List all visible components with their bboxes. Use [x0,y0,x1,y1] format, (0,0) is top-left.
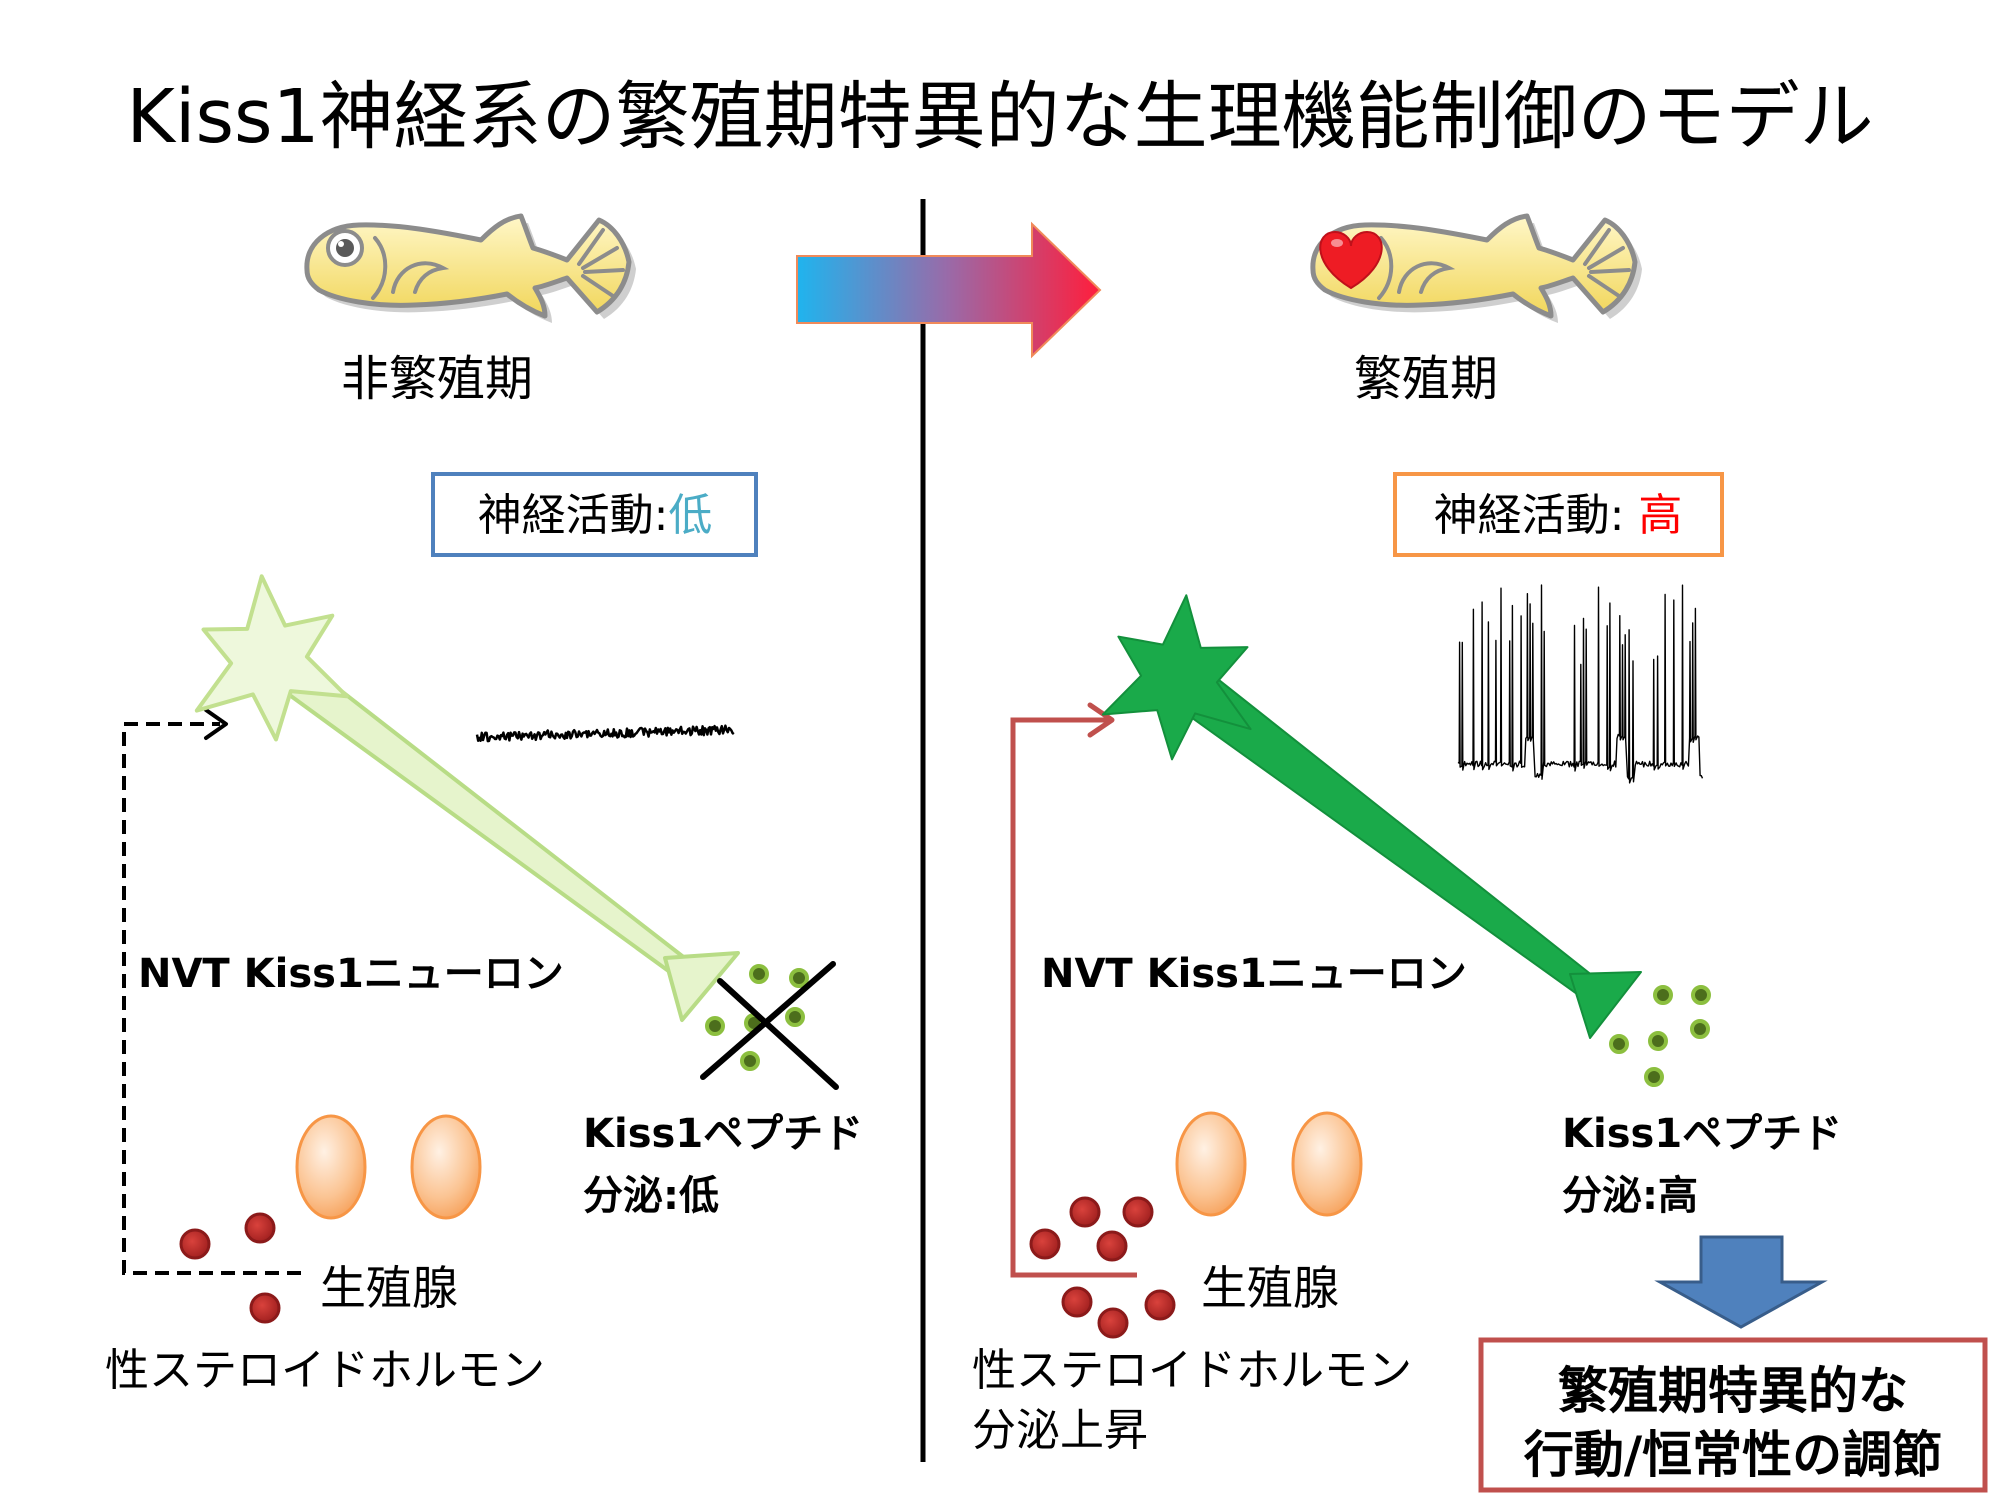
activity-level-low: 低 [668,490,712,541]
peptide-dot [1644,1067,1664,1087]
steroid-dot [1097,1307,1129,1339]
non-breeding-steroid-dots [179,1212,281,1324]
outcome-line-2: 行動/恒常性の調節 [1524,1426,1942,1484]
breeding-gonad-label: 生殖腺 [1201,1261,1339,1315]
transition-arrow-icon [796,221,1102,359]
non-breeding-gonad-label: 生殖腺 [320,1261,458,1315]
page-title: Kiss1神経系の繁殖期特異的な生理機能制御のモデル [126,74,1873,160]
non-breeding-activity-box: 神経活動:低 [431,472,758,557]
neuron-soma [194,574,349,742]
neuron-terminal [663,951,740,1022]
neuron-soma [1101,594,1252,761]
steroid-dot [179,1228,211,1260]
breeding-hormone-label: 性ステロイドホルモン [972,1345,1412,1396]
peptide-dot [1690,1019,1710,1039]
outcome-box-border [1478,1337,1988,1493]
breeding-gonads [1175,1111,1363,1217]
fish-tail-stripes [1583,228,1631,298]
non-breeding-feedback-arrow [122,708,301,1275]
activity-box-border [1393,472,1724,557]
steroid-dot [1122,1196,1154,1228]
non-breeding-season-label: 非繁殖期 [341,351,533,407]
non-breeding-peptide-label: Kiss1ペプチド [583,1111,863,1157]
breeding-neuron [1101,594,1642,1039]
outcome-line-1: 繁殖期特異的な [1558,1362,1908,1420]
non-breeding-neuron [194,574,740,1022]
arrow-head-icon [204,708,228,740]
peptide-dot [749,964,769,984]
fish-fin [391,261,450,294]
heart-icon [1319,230,1383,290]
activity-box-border [431,472,758,557]
activity-label: 神経活動: [1434,490,1639,541]
breeding-activity-box: 神経活動: 高 [1393,472,1724,557]
breeding-neuron-label: NVT Kiss1ニューロン [1041,951,1467,997]
peptide-dot [1653,985,1673,1005]
breeding-season-label: 繁殖期 [1354,351,1498,407]
steroid-dot [1029,1228,1061,1260]
steroid-dot [249,1292,281,1324]
breeding-feedback-arrow [1010,702,1137,1278]
steroid-dot [244,1212,276,1244]
peptide-dot [1648,1031,1668,1051]
non-breeding-activity-trace [475,724,735,743]
non-breeding-neuron-label: NVT Kiss1ニューロン [138,951,564,997]
gonad-oval [1291,1111,1363,1217]
activity-level-high: 高 [1638,490,1682,541]
gonad-oval [410,1114,482,1220]
breeding-fish-icon [1313,216,1642,323]
breeding-peptide-dots [1609,985,1711,1087]
neuron-terminal [1569,971,1642,1039]
blocked-cross-icon [700,961,839,1090]
breeding-steroid-dots [1029,1196,1176,1339]
gonad-oval [295,1114,367,1220]
peptide-dot [740,1051,760,1071]
arrow-head-icon [1087,702,1115,738]
non-breeding-secretion-label: 分泌:低 [583,1173,719,1219]
gonad-oval [1175,1111,1247,1217]
peptide-dot [785,1007,805,1027]
fish-gill [371,236,388,300]
fish-eye-icon [326,229,364,267]
breeding-hormone-secretion-label: 分泌上昇 [972,1405,1148,1456]
steroid-dot [1061,1286,1093,1318]
breeding-activity-trace [1457,584,1704,784]
fish-gill [1377,236,1394,300]
steroid-dot [1144,1289,1176,1321]
steroid-dot [1096,1230,1128,1262]
activity-text: 神経活動: 高 [1434,490,1683,541]
activity-text: 神経活動:低 [478,490,713,541]
peptide-dot [705,1016,725,1036]
fish-body [307,216,629,316]
peptide-dot [789,968,809,988]
outcome-box: 繁殖期特異的な 行動/恒常性の調節 [1478,1337,1988,1493]
steroid-dot [1069,1196,1101,1228]
breeding-peptide-label: Kiss1ペプチド [1562,1111,1842,1157]
fish-tail-stripes [577,228,625,298]
non-breeding-fish-icon [307,216,636,323]
peptide-dot [1609,1034,1629,1054]
peptide-dot [1691,985,1711,1005]
down-arrow-icon [1654,1235,1828,1329]
breeding-secretion-label: 分泌:高 [1562,1173,1698,1219]
non-breeding-gonads [295,1114,482,1220]
fish-fin [1397,261,1456,294]
non-breeding-hormone-label: 性ステロイドホルモン [105,1345,545,1396]
activity-label: 神経活動: [478,490,669,541]
